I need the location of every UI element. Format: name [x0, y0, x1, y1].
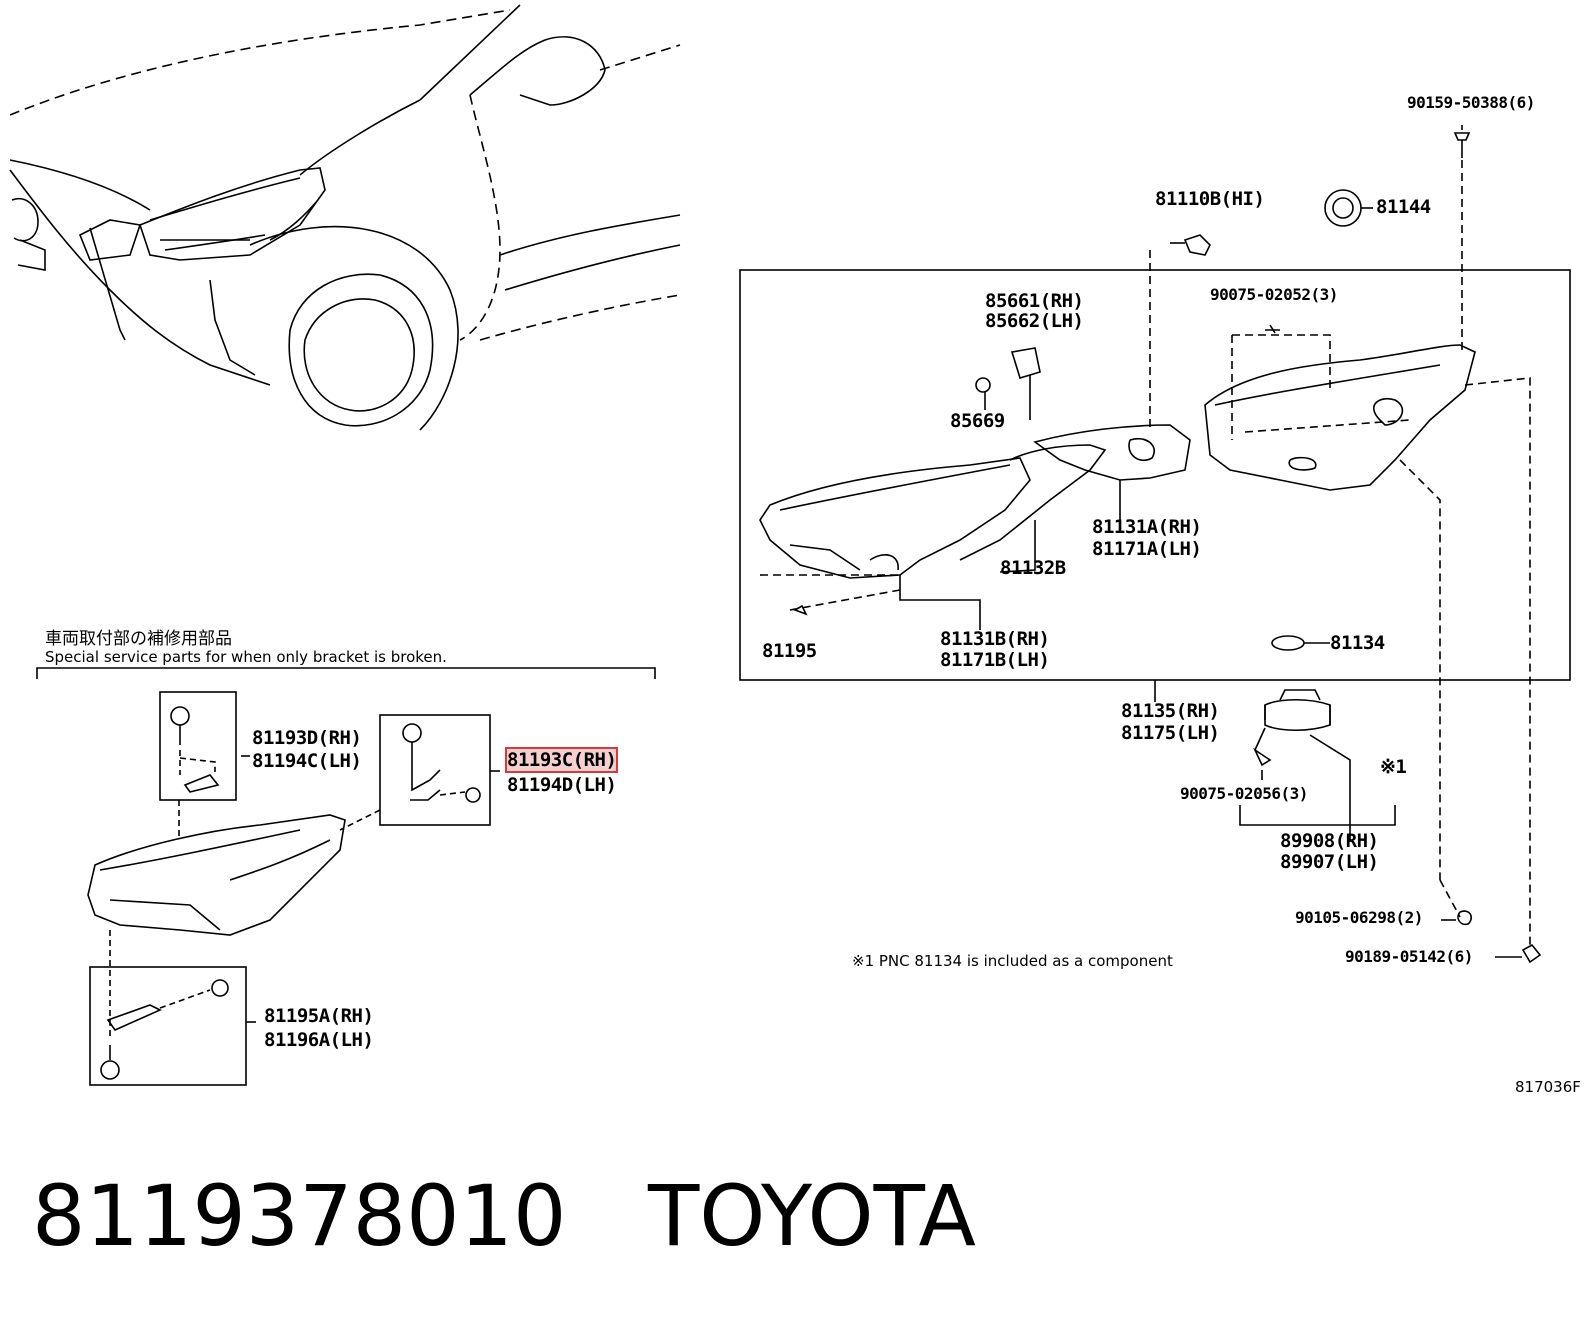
car-front-sketch: [9, 4, 681, 431]
diagram-code: 817036F: [1515, 1078, 1581, 1096]
label-81196A: 81196A(LH): [264, 1029, 374, 1051]
label-81171A: 81171A(LH): [1092, 538, 1202, 560]
label-81134: 81134: [1330, 632, 1385, 654]
label-85661: 85661(RH): [985, 290, 1084, 312]
label-81171B: 81171B(LH): [940, 649, 1050, 671]
label-85669: 85669: [950, 410, 1005, 432]
label-81193D: 81193D(RH): [252, 727, 362, 749]
label-81135: 81135(RH): [1121, 700, 1220, 722]
label-81194C: 81194C(LH): [252, 750, 362, 772]
main-assembly: [739, 125, 1571, 964]
label-81195A: 81195A(RH): [264, 1005, 374, 1027]
label-90159: 90159-50388(6): [1407, 93, 1535, 112]
footnote: ※1 PNC 81134 is included as a component: [852, 952, 1173, 970]
service-bracket-section: [36, 667, 656, 1086]
label-89907: 89907(LH): [1280, 851, 1379, 873]
service-note-jp: 車両取付部の補修用部品: [45, 629, 232, 649]
label-81195: 81195: [762, 640, 817, 662]
service-note-en: Special service parts for when only brac…: [45, 648, 447, 666]
label-81110B: 81110B(HI): [1155, 188, 1265, 210]
label-90075-02056: 90075-02056(3): [1180, 784, 1308, 803]
label-90189: 90189-05142(6): [1345, 947, 1473, 966]
label-mark-1: ※1: [1380, 756, 1407, 778]
label-81193C-highlighted: 81193C(RH): [504, 747, 619, 773]
label-81131B: 81131B(RH): [940, 628, 1050, 650]
label-81194D: 81194D(LH): [507, 774, 617, 796]
label-81131A: 81131A(RH): [1092, 516, 1202, 538]
label-90105: 90105-06298(2): [1295, 908, 1423, 927]
label-85662: 85662(LH): [985, 310, 1084, 332]
label-90075-02052: 90075-02052(3): [1210, 285, 1338, 304]
footer-brand: TOYOTA: [648, 1167, 976, 1265]
label-81132B: 81132B: [1000, 557, 1066, 579]
label-81144: 81144: [1376, 196, 1431, 218]
label-81175: 81175(LH): [1121, 722, 1220, 744]
label-89908: 89908(RH): [1280, 830, 1379, 852]
footer-part-number: 8119378010: [32, 1167, 567, 1265]
